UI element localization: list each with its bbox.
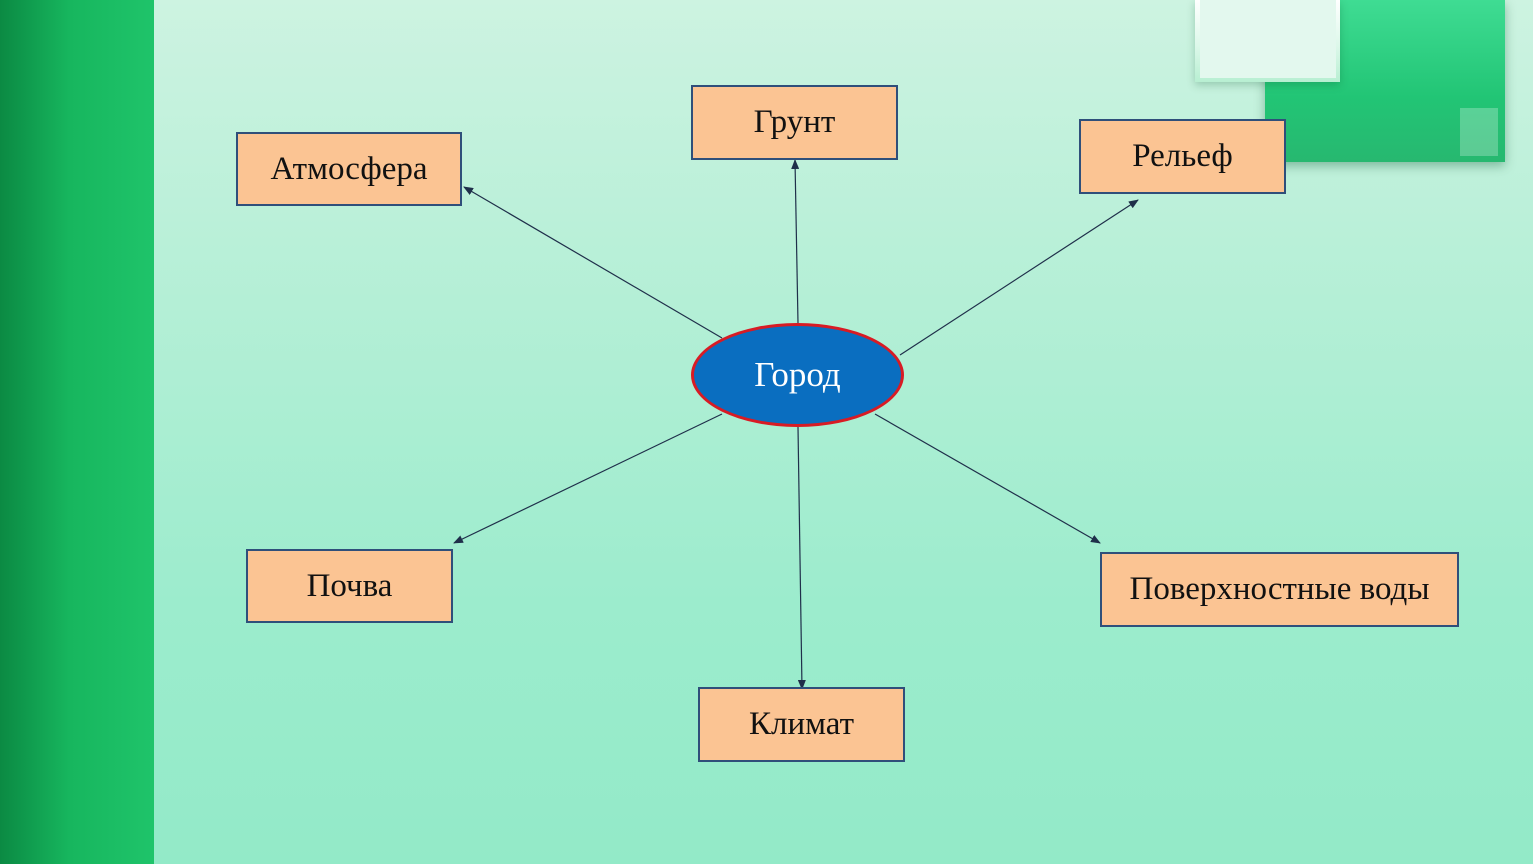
node-atmosphere: Атмосфера xyxy=(236,132,462,206)
arrow-to-climate xyxy=(797,426,806,690)
corner-decor-inner-panel xyxy=(1200,0,1336,78)
node-relief-label: Рельеф xyxy=(1132,138,1233,174)
corner-decor-slot xyxy=(1460,108,1498,156)
center-node-label: Город xyxy=(754,355,841,394)
arrow-to-atmosphere xyxy=(463,186,723,339)
arrow-to-surface-water xyxy=(874,413,1101,544)
corner-decor-front-panel xyxy=(1195,0,1340,82)
node-ground-label: Грунт xyxy=(753,104,836,140)
node-relief: Рельеф xyxy=(1079,119,1286,194)
arrow-to-ground xyxy=(791,159,800,324)
node-surface-water-label: Поверхностные воды xyxy=(1129,571,1430,607)
node-soil: Почва xyxy=(246,549,453,623)
node-soil-label: Почва xyxy=(306,567,393,604)
left-decor-band xyxy=(0,0,154,864)
node-climate-label: Климат xyxy=(748,706,854,742)
arrow-to-soil xyxy=(453,413,723,544)
node-surface-water: Поверхностные воды xyxy=(1100,552,1459,627)
node-climate: Климат xyxy=(698,687,905,762)
node-atmosphere-label: Атмосфера xyxy=(270,150,428,187)
arrow-to-relief xyxy=(899,199,1139,356)
corner-decor xyxy=(1195,0,1510,165)
node-ground: Грунт xyxy=(691,85,898,160)
center-node-city: Город xyxy=(691,323,904,427)
